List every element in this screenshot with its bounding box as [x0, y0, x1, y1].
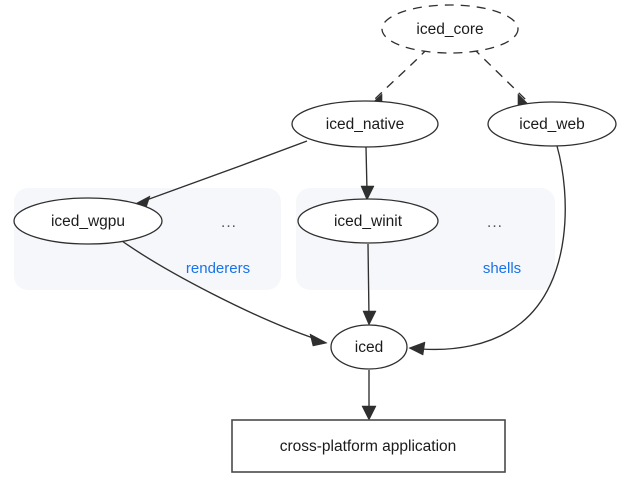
node-iced[interactable]: iced	[330, 324, 408, 370]
arrowhead-iced-wgpu-to-iced	[309, 333, 328, 347]
node-iced-web-label: iced_web	[519, 116, 585, 133]
cluster-label-renderers: renderers	[186, 260, 250, 277]
edge-iced-core-to-iced-native	[373, 47, 429, 101]
node-application-label: cross-platform application	[280, 438, 457, 455]
node-iced-core-shape	[381, 4, 519, 54]
arrowhead-iced-web-to-iced	[408, 341, 426, 356]
node-iced-winit-label: iced_winit	[334, 213, 403, 230]
node-iced-winit-shape	[297, 198, 439, 244]
node-iced-wgpu[interactable]: iced_wgpu	[13, 197, 163, 245]
edge-iced-core-to-iced-web	[472, 47, 527, 101]
edge-iced-native-to-iced-wgpu	[140, 140, 308, 203]
node-iced-web-shape	[487, 101, 617, 147]
arrowhead-iced-to-application	[361, 405, 377, 421]
cluster-label-shells: shells	[483, 260, 521, 277]
edge-iced-wgpu-to-iced	[121, 240, 317, 340]
edge-iced-native-to-iced-winit	[365, 146, 368, 192]
node-iced-label: iced	[355, 339, 383, 356]
node-iced-shape	[330, 324, 408, 370]
node-iced-web[interactable]: iced_web	[487, 101, 617, 147]
shells-more-ellipsis: ...	[487, 214, 503, 231]
node-iced-native[interactable]: iced_native	[291, 100, 439, 148]
node-iced-winit[interactable]: iced_winit	[297, 198, 439, 244]
node-application-shape	[231, 419, 506, 473]
node-iced-native-shape	[291, 100, 439, 148]
node-iced-wgpu-label: iced_wgpu	[51, 213, 125, 230]
arrowhead-iced-native-to-iced-winit	[360, 185, 375, 201]
node-iced-native-label: iced_native	[326, 116, 404, 133]
node-cross-platform-application[interactable]: cross-platform application	[231, 419, 506, 473]
edge-iced-winit-to-iced	[367, 243, 370, 318]
renderers-more-ellipsis: ...	[221, 214, 237, 231]
arrowhead-iced-winit-to-iced	[362, 310, 377, 326]
node-iced-wgpu-shape	[13, 197, 163, 245]
node-iced-core[interactable]: iced_core	[381, 4, 519, 54]
node-iced-core-label: iced_core	[416, 21, 483, 38]
edge-iced-web-to-iced	[420, 145, 566, 351]
